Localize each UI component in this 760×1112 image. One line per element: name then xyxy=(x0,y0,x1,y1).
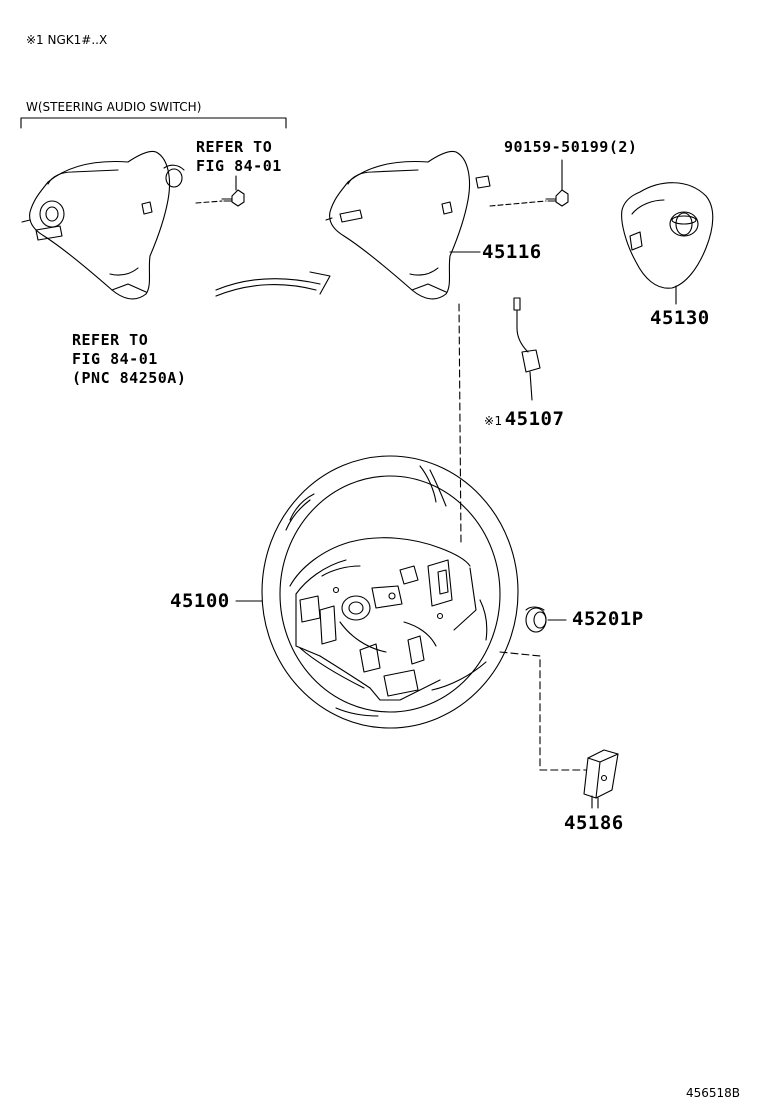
left-screw-illustration xyxy=(221,175,245,207)
figure-id: 456518B xyxy=(686,1086,741,1100)
right-switch-cover-illustration xyxy=(325,150,491,300)
cap-illustration xyxy=(525,606,547,633)
part-number-screw: 90159-50199(2) xyxy=(504,138,638,156)
refer-label-bottom: REFER TO FIG 84-01 (PNC 84250A) xyxy=(72,331,186,388)
refer-top-line1: REFER TO xyxy=(196,138,273,156)
part-number-damper: 45186 xyxy=(564,812,624,834)
wire-harness-number: 45107 xyxy=(504,408,565,430)
part-number-steering-wheel: 45100 xyxy=(170,590,230,612)
damper-illustration xyxy=(583,749,619,809)
transition-arrow xyxy=(215,271,331,297)
left-switch-cover-illustration xyxy=(21,150,185,300)
refer-top-line2: FIG 84-01 xyxy=(196,157,282,175)
part-number-cap: 45201P xyxy=(572,608,644,630)
cover-to-wheel-dashline xyxy=(458,303,462,545)
refer-bottom-line1: REFER TO xyxy=(72,331,149,349)
wire-harness-illustration xyxy=(513,297,541,401)
right-screw-illustration xyxy=(545,159,569,207)
part-number-switch-cover: 45116 xyxy=(482,241,542,263)
group-title: W(STEERING AUDIO SWITCH) xyxy=(26,100,202,114)
refer-bottom-line2: FIG 84-01 xyxy=(72,350,158,368)
steering-wheel-illustration xyxy=(261,455,519,729)
left-screw-dashline xyxy=(195,200,223,204)
refer-label-top: REFER TO FIG 84-01 xyxy=(196,138,282,176)
wire-harness-variant-mark: ※1 xyxy=(484,414,503,428)
part-number-horn-pad: 45130 xyxy=(650,307,710,329)
variant-note-text: NGK1#..X xyxy=(47,33,108,47)
wheel-to-damper-dashline xyxy=(499,651,587,771)
right-screw-dashline xyxy=(489,200,547,207)
horn-pad-illustration xyxy=(621,182,714,305)
variant-note-mark: ※1 xyxy=(26,33,44,47)
variant-note: ※1 NGK1#..X xyxy=(26,34,107,46)
refer-bottom-line3: (PNC 84250A) xyxy=(72,369,187,387)
group-bracket xyxy=(20,117,287,129)
